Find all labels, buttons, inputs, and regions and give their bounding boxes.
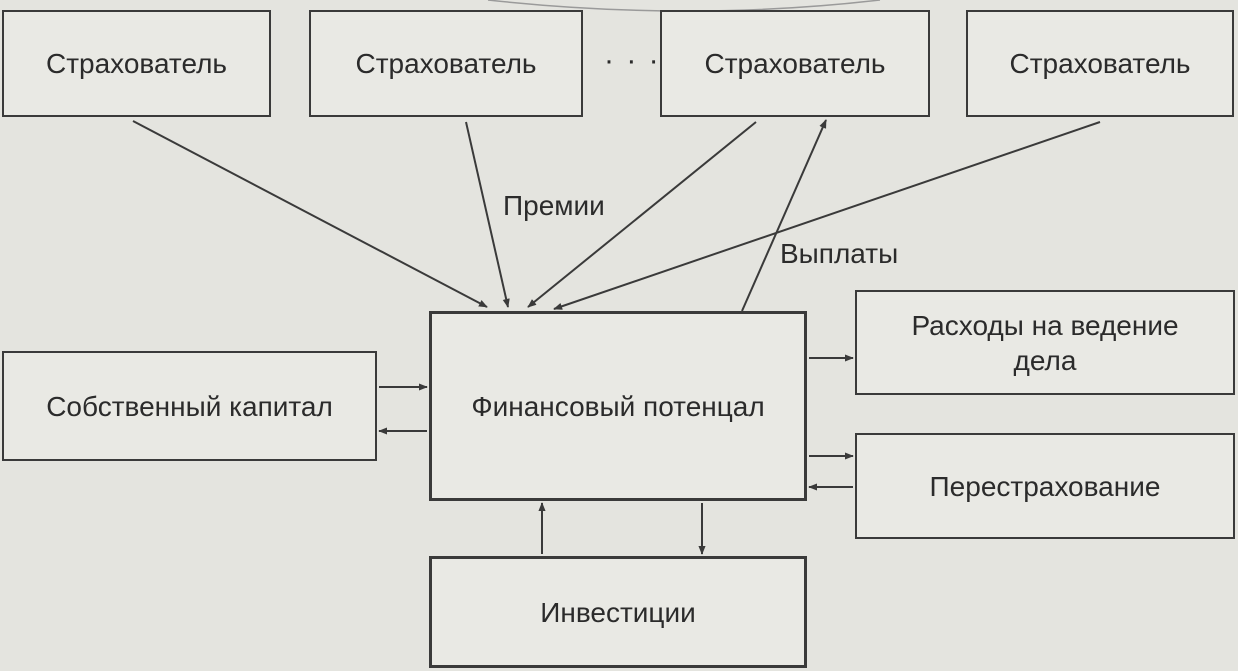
payments-label: Выплаты <box>780 238 899 269</box>
reinsurance-box: Перестрахование <box>855 433 1235 539</box>
insured-box-2: Страхователь <box>309 10 583 117</box>
payment-arrow <box>741 119 827 312</box>
insured-label-2: Страхователь <box>355 48 537 79</box>
investments-box: Инвестиции <box>429 556 807 668</box>
business-costs-box: Расходы на ведение дела <box>855 290 1235 395</box>
premium-arrow-3 <box>527 121 757 308</box>
premium-arrow-4 <box>553 121 1101 310</box>
business-costs-label: Расходы на ведение дела <box>911 309 1179 376</box>
premium-arrow-2 <box>465 121 510 308</box>
financial-potential-label: Финансовый потенцал <box>471 390 765 422</box>
own-capital-box: Собственный капитал <box>2 351 377 461</box>
premium-arrow-1 <box>132 120 488 308</box>
investments-label: Инвестиции <box>540 596 696 628</box>
ellipsis-label: · · · <box>604 44 661 77</box>
premiums-label: Премии <box>503 190 605 221</box>
insured-label-3: Страхователь <box>704 48 886 79</box>
insured-box-4: Страхователь <box>966 10 1234 117</box>
insured-box-3: Страхователь <box>660 10 930 117</box>
insured-box-1: Страхователь <box>2 10 271 117</box>
insured-label-4: Страхователь <box>1009 48 1191 79</box>
reinsurance-label: Перестрахование <box>929 470 1161 502</box>
financial-potential-box: Финансовый потенцал <box>429 311 807 501</box>
insured-label-1: Страхователь <box>45 48 228 79</box>
own-capital-label: Собственный капитал <box>46 390 333 422</box>
